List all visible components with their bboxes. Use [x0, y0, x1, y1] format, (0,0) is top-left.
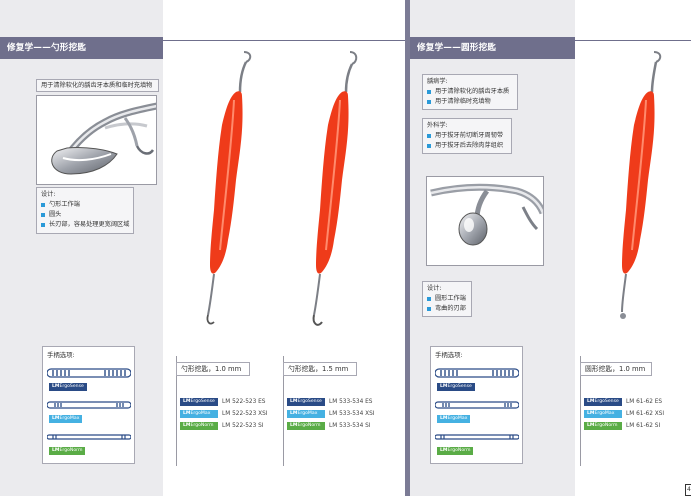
- spoon-excavator-tip-image: [51, 102, 156, 175]
- cariology-list: 用于清除软化的龋齿牙本质 用于清除临时充填物: [427, 87, 513, 107]
- right-page-header: 修复学——圆形挖匙: [410, 37, 575, 59]
- left-header-title: 修复学——勺形挖匙: [7, 43, 87, 53]
- product-3-size: 圆形挖匙，1.0 mm: [580, 362, 652, 376]
- cariology-box: 龋病学: 用于清除软化的龋齿牙本质 用于清除临时充填物: [422, 74, 518, 110]
- product-2-code-es: LMErgoSense LM 533-534 ES: [287, 398, 372, 407]
- product-1-code-si: LMErgoNorm LM 522-523 SI: [180, 422, 264, 431]
- product-code: LM 533-534 XSI: [329, 411, 375, 417]
- product-2-code-si: LMErgoNorm LM 533-534 SI: [287, 422, 371, 431]
- ergonorm-tag: LMErgoNorm: [437, 447, 474, 455]
- handle-options-title: 手柄选项:: [435, 351, 463, 359]
- ergonorm-handle-icon: [47, 434, 131, 440]
- right-handle-options-box: 手柄选项: LMErgoSense LMErgoMax LMErgoNorm: [430, 346, 523, 464]
- product-2-size-label: 勺形挖匙，1.5 mm: [288, 365, 349, 373]
- ergonorm-tag: LMErgoNorm: [49, 447, 86, 455]
- ergomax-handle-icon: [47, 401, 131, 409]
- spoon-excavator-1mm-instrument: [206, 51, 252, 325]
- product-3-code-si: LMErgoNorm LM 61-62 SI: [584, 422, 660, 431]
- ergomax-tag: LMErgoMax: [49, 415, 83, 423]
- product-code: LM 61-62 XSI: [626, 411, 665, 417]
- product-1-size-label: 勺形挖匙，1.0 mm: [181, 365, 242, 373]
- surgery-title: 外科学:: [427, 122, 448, 129]
- left-page: 修复学——勺形挖匙 用于清除软化的龋齿牙本质和临时充填物 设计: 勺形工作端 圆…: [0, 0, 405, 496]
- product-1-code-es: LMErgoSense LM 522-523 ES: [180, 398, 265, 407]
- surgery-list: 用于拔牙前切断牙周韧带 用于拔牙后去除肉芽组织: [427, 131, 507, 151]
- product-3-code-es: LMErgoSense LM 61-62 ES: [584, 398, 662, 407]
- design-item: 圆头: [41, 210, 129, 220]
- product-1-code-xsi: LMErgoMax LM 522-523 XSI: [180, 410, 268, 419]
- left-design-box: 设计: 勺形工作端 圆头 长刃部，容易处理更宽阔区域: [36, 187, 134, 234]
- ergonorm-tag: LMErgoNorm: [287, 422, 325, 430]
- ergosense-handle-icon: [435, 368, 519, 378]
- handle-options-title: 手柄选项:: [47, 351, 75, 359]
- product-code: LM 533-534 SI: [329, 423, 371, 429]
- ergonorm-tag: LMErgoNorm: [180, 422, 218, 430]
- ergosense-tag: LMErgoSense: [180, 398, 218, 406]
- design-item: 勺形工作端: [41, 200, 129, 210]
- left-design-list: 勺形工作端 圆头 长刃部，容易处理更宽阔区域: [41, 200, 129, 230]
- product-3-code-xsi: LMErgoMax LM 61-62 XSI: [584, 410, 664, 419]
- product-code: LM 61-62 ES: [626, 399, 663, 405]
- cariology-item: 用于清除软化的龋齿牙本质: [427, 87, 513, 97]
- surgery-box: 外科学: 用于拔牙前切断牙周韧带 用于拔牙后去除肉芽组织: [422, 118, 512, 154]
- right-design-title: 设计:: [427, 285, 442, 292]
- left-header-rule: [163, 40, 405, 41]
- design-item: 长刃部，容易处理更宽阔区域: [41, 220, 129, 230]
- product-2-rule: [283, 356, 284, 466]
- product-3-size-label: 圆形挖匙，1.0 mm: [585, 365, 646, 373]
- product-3-rule: [580, 356, 581, 466]
- product-code: LM 522-523 ES: [222, 399, 266, 405]
- ergosense-tag: LMErgoSense: [584, 398, 622, 406]
- spoon-excavator-1-5mm-instrument: [312, 51, 358, 326]
- ergomax-tag: LMErgoMax: [584, 410, 622, 418]
- design-item: 弯曲的刃部: [427, 304, 467, 314]
- ergosense-tag: LMErgoSense: [287, 398, 325, 406]
- cariology-title: 龋病学:: [427, 78, 448, 85]
- product-1-size: 勺形挖匙，1.0 mm: [176, 362, 250, 376]
- spoon-tip-photo: [36, 95, 157, 185]
- surgery-item: 用于拔牙后去除肉芽组织: [427, 141, 507, 151]
- ergonorm-tag: LMErgoNorm: [584, 422, 622, 430]
- page-number: 4: [685, 484, 691, 496]
- ergomax-handle-icon: [435, 401, 519, 409]
- right-design-list: 圆形工作端 弯曲的刃部: [427, 294, 467, 314]
- ergomax-tag: LMErgoMax: [180, 410, 218, 418]
- purpose-box: 用于清除软化的龋齿牙本质和临时充填物: [36, 79, 159, 92]
- design-item: 圆形工作端: [427, 294, 467, 304]
- right-header-title: 修复学——圆形挖匙: [417, 43, 497, 53]
- cariology-item: 用于清除临时充填物: [427, 97, 513, 107]
- ergosense-handle-icon: [47, 368, 131, 378]
- ergomax-tag: LMErgoMax: [287, 410, 325, 418]
- round-excavator-instrument: [620, 51, 662, 319]
- ergomax-tag: LMErgoMax: [437, 415, 471, 423]
- left-page-header: 修复学——勺形挖匙: [0, 37, 163, 59]
- round-excavator-tip-image: [430, 183, 543, 246]
- ergonorm-handle-icon: [435, 434, 519, 440]
- round-tip-photo: [426, 176, 544, 266]
- product-1-rule: [176, 356, 177, 466]
- left-design-title: 设计:: [41, 191, 56, 198]
- right-page: 修复学——圆形挖匙 龋病学: 用于清除软化的龋齿牙本质 用于清除临时充填物 外科…: [406, 0, 691, 496]
- ergosense-tag: LMErgoSense: [49, 383, 87, 391]
- product-code: LM 61-62 SI: [626, 423, 661, 429]
- surgery-item: 用于拔牙前切断牙周韧带: [427, 131, 507, 141]
- product-2-code-xsi: LMErgoMax LM 533-534 XSI: [287, 410, 375, 419]
- product-code: LM 533-534 ES: [329, 399, 373, 405]
- product-code: LM 522-523 XSI: [222, 411, 268, 417]
- product-code: LM 522-523 SI: [222, 423, 264, 429]
- page-spine: [405, 0, 410, 496]
- product-2-size: 勺形挖匙，1.5 mm: [283, 362, 357, 376]
- left-handle-options-box: 手柄选项: LMErgoSense LMErgoMax LMErgoNorm: [42, 346, 135, 464]
- ergosense-tag: LMErgoSense: [437, 383, 475, 391]
- right-design-box: 设计: 圆形工作端 弯曲的刃部: [422, 281, 472, 317]
- purpose-text: 用于清除软化的龋齿牙本质和临时充填物: [41, 82, 153, 89]
- right-header-rule: [575, 40, 691, 41]
